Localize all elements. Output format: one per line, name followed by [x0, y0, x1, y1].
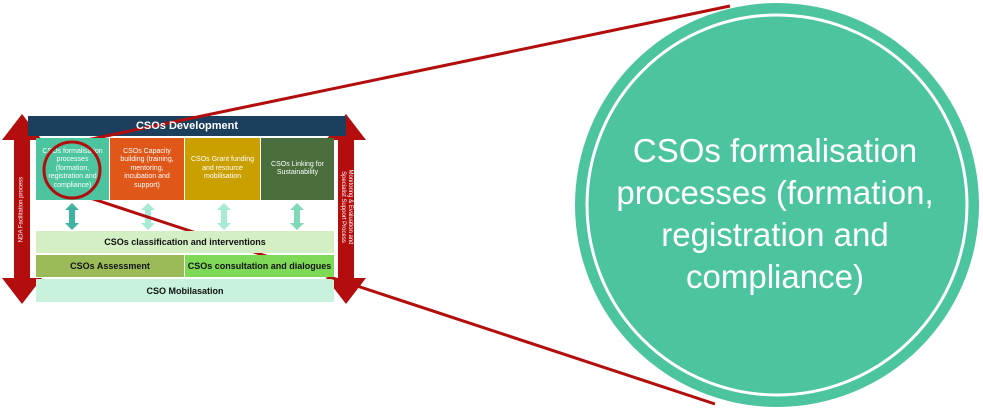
left-side-label: NDA Facilitation process: [18, 176, 25, 243]
box-grant-funding: CSOs Grant funding and resource mobilisa…: [185, 138, 260, 200]
zoom-circle-inner-ring: [585, 13, 969, 397]
classification-band: CSOs classification and interventions: [36, 231, 334, 253]
left-vertical-arrow: [2, 114, 42, 304]
double-arrow-3: [217, 203, 231, 230]
box-capacity-building: CSOs Capacity building (training, mentor…: [110, 138, 184, 200]
consultation-band: CSOs consultation and dialogues: [185, 255, 334, 277]
zoom-line-bottom: [77, 192, 716, 406]
header-label: CSOs Development: [135, 120, 239, 132]
box-formalisation: CSOs formalisation processes (formation,…: [36, 138, 109, 200]
zoom-text: CSOs formalisation processes (formation,…: [616, 132, 934, 295]
assessment-band: CSOs Assessment: [36, 255, 184, 277]
mobilisation-band-shape: [36, 279, 334, 302]
header-band-shape: [28, 116, 346, 136]
zoom-circle: [575, 3, 979, 407]
double-arrow-4: [290, 203, 304, 230]
double-arrow-1: [65, 203, 79, 230]
mobilisation-label: CSO Mobilasation: [146, 285, 224, 296]
right-vertical-arrow: [326, 114, 366, 304]
right-side-label: Monitoring & Evaluation and Specialist S…: [340, 169, 353, 245]
box-linking-sustainability: CSOs Linking for Sustainability: [261, 138, 334, 200]
zoom-line-top: [57, 4, 731, 148]
